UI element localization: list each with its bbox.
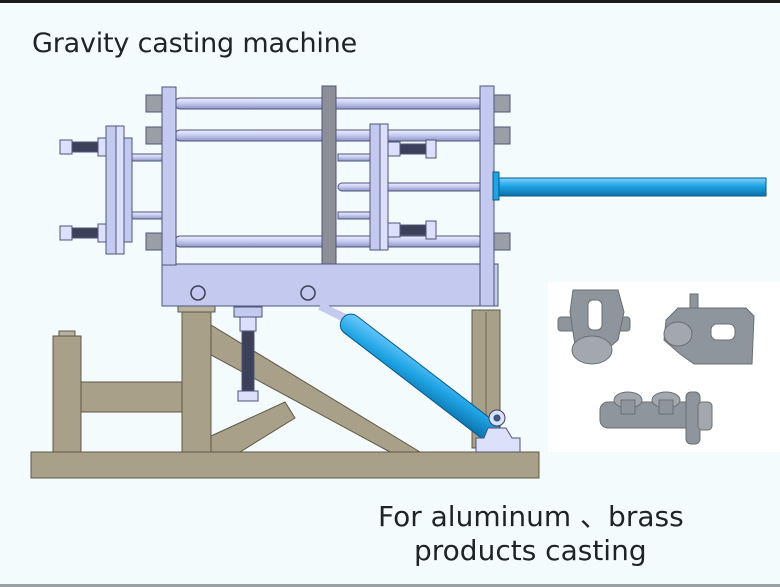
nut	[145, 232, 163, 251]
casting-products-photo	[548, 282, 780, 452]
pivot-hole-2	[300, 285, 316, 301]
caption-line-2: products casting	[414, 534, 647, 567]
top-border	[0, 0, 780, 3]
moving-platen	[321, 85, 337, 265]
pivot-hole-1	[190, 285, 206, 301]
lower-brace	[210, 401, 296, 453]
nut	[145, 126, 163, 145]
bottom-border	[0, 584, 780, 587]
caption-line-1: For aluminum 、brass	[378, 500, 684, 533]
casting-part-caliper	[663, 293, 755, 365]
casting-part-master-cylinder	[599, 391, 713, 445]
cross-beam	[80, 381, 183, 413]
right-end-plate	[479, 85, 495, 307]
center-post	[181, 309, 212, 453]
diagonal-brace	[210, 324, 422, 453]
base-beam	[30, 451, 540, 479]
base-frame	[30, 303, 540, 479]
page-title: Gravity casting machine	[32, 28, 358, 59]
left-post	[52, 335, 82, 453]
nut	[493, 232, 511, 251]
nut	[493, 94, 511, 113]
lift-cylinder	[233, 306, 263, 402]
tilt-cylinder	[318, 302, 521, 453]
nut	[145, 94, 163, 113]
nut	[493, 126, 511, 145]
casting-part-bracket	[557, 289, 631, 365]
caption: For aluminum 、brass products casting	[378, 500, 738, 568]
left-end-plate	[161, 86, 177, 266]
machine-frame	[59, 85, 511, 307]
bed-plate	[161, 263, 499, 307]
pouring-cylinder	[492, 171, 767, 201]
